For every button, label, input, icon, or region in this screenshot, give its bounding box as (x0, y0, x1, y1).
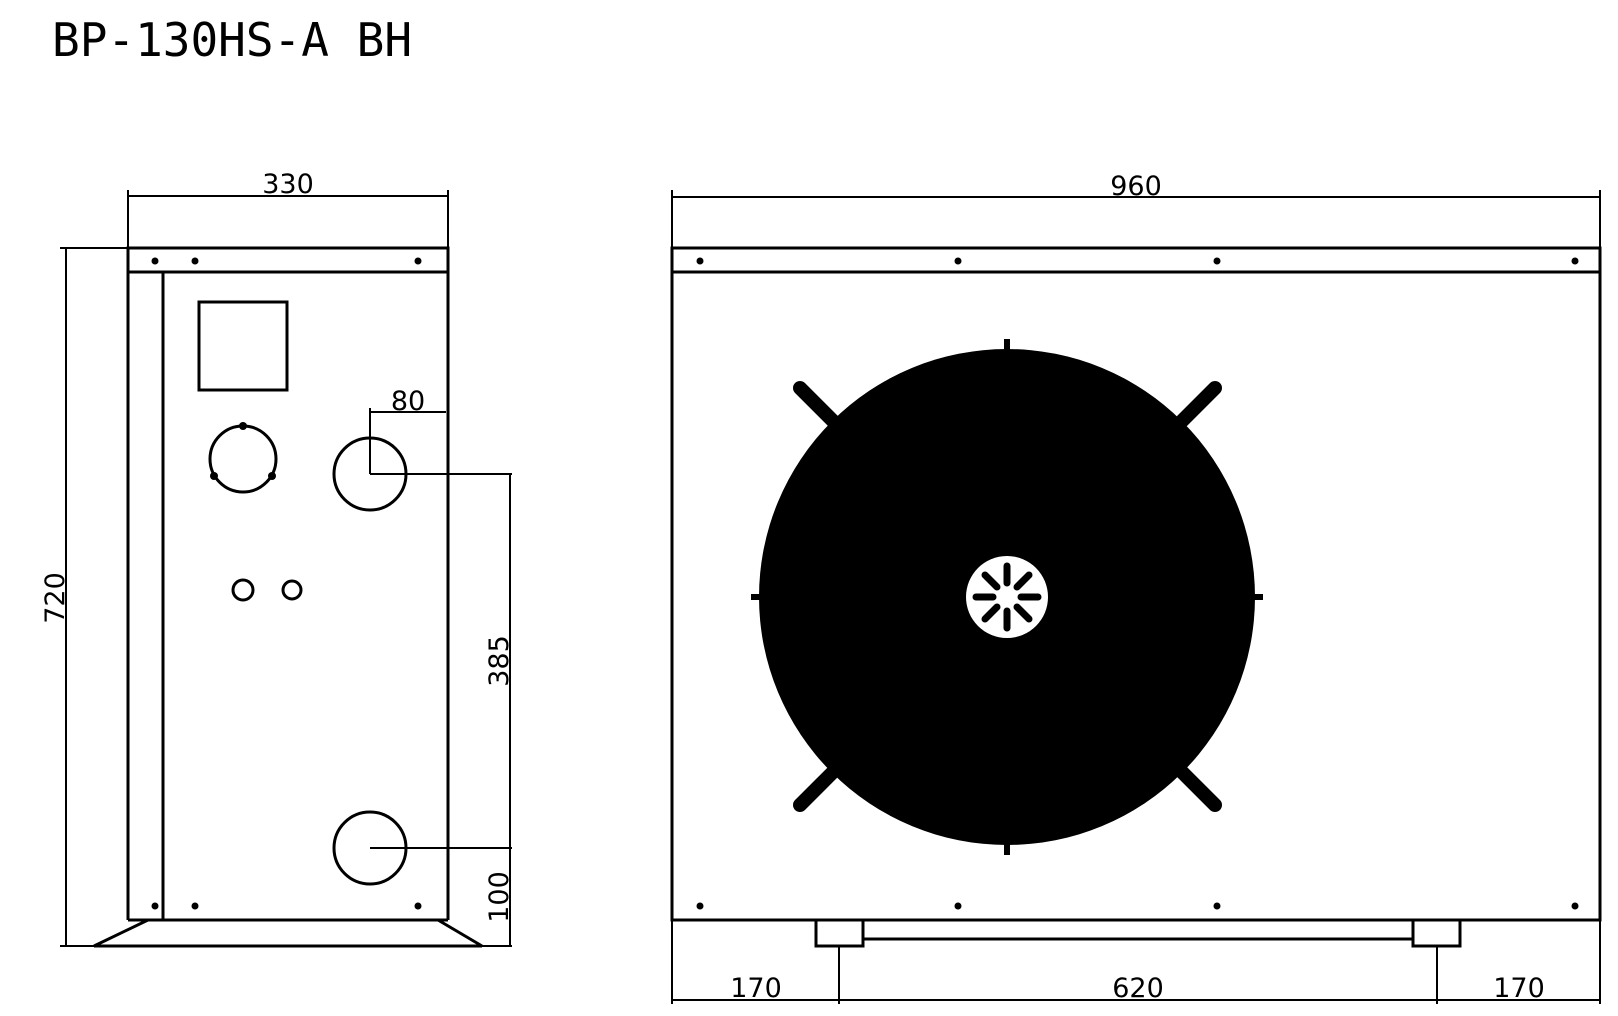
dim-label-side-width: 330 (262, 169, 314, 200)
screw (414, 257, 422, 265)
small-hole (281, 579, 303, 601)
screw (954, 902, 962, 910)
cable-gland-tab (239, 422, 247, 430)
screw (1213, 902, 1221, 910)
screw (191, 902, 199, 910)
side-base-left (93, 918, 149, 948)
dim-label-lower-port-height: 100 (484, 871, 515, 923)
screw (191, 257, 199, 265)
dim-label-side-height: 720 (40, 572, 71, 624)
cable-gland (208, 424, 278, 494)
dim-label-outlet-offset: 80 (391, 386, 425, 417)
front-right-foot (1411, 918, 1462, 948)
dim-label-right-foot: 170 (1493, 973, 1545, 1004)
front-left-foot (814, 918, 865, 948)
side-base-right (437, 918, 483, 948)
small-hole (231, 578, 255, 602)
front-view: 960 170 620 170 (670, 171, 1602, 1004)
dim-label-upper-port-height: 385 (484, 635, 515, 687)
screw (696, 257, 704, 265)
cable-gland-tab (268, 472, 276, 480)
fan-hub (966, 556, 1048, 638)
dim-label-foot-span: 620 (1112, 973, 1164, 1004)
fan-tab (1251, 594, 1263, 600)
front-top-cap (670, 246, 1602, 274)
fan-tab (1004, 843, 1010, 855)
screw (1571, 902, 1579, 910)
control-display-window (197, 300, 289, 392)
screw (954, 257, 962, 265)
screw (151, 902, 159, 910)
screw (414, 902, 422, 910)
dim-label-front-width: 960 (1110, 171, 1162, 202)
fan-tab (1004, 339, 1010, 351)
side-view: 330 720 80 385 100 (40, 169, 515, 948)
drawing-title: BP-130HS-A BH (52, 13, 412, 67)
dim-label-left-foot: 170 (730, 973, 782, 1004)
fan-tab (751, 594, 763, 600)
screw (1571, 257, 1579, 265)
screw (151, 257, 159, 265)
side-top-cap (126, 246, 450, 274)
front-body (670, 270, 1602, 922)
screw (1213, 257, 1221, 265)
cable-gland-tab (210, 472, 218, 480)
screw (696, 902, 704, 910)
